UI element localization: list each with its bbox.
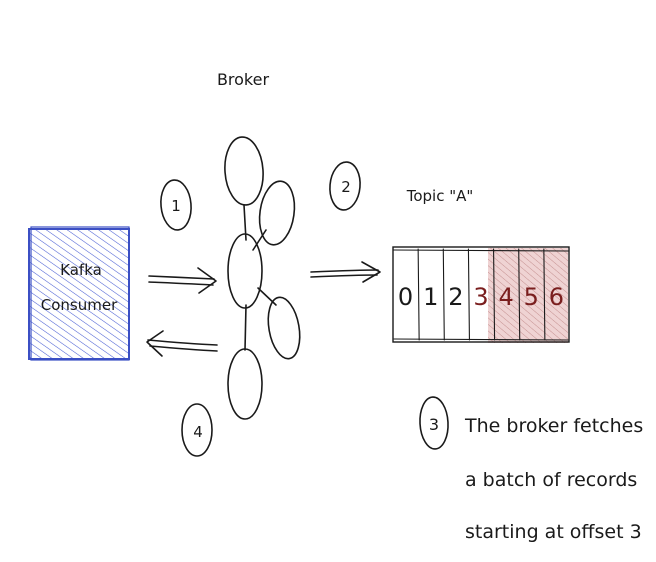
step-2-number: 2 — [341, 178, 351, 196]
topic-label: Topic "A" — [406, 187, 474, 205]
step-1-number: 1 — [171, 197, 181, 215]
offset-divider — [467, 248, 470, 341]
offset-cell-5: 5 — [524, 283, 539, 311]
offset-cell-1: 1 — [423, 283, 438, 311]
offset-divider — [493, 248, 496, 341]
step-2-marker: 2 — [329, 161, 361, 211]
arrow-broker-to-consumer — [146, 330, 218, 357]
offset-divider — [417, 248, 420, 341]
broker-node-center — [227, 233, 263, 309]
broker-node-bottom — [227, 348, 263, 420]
offset-cell-6: 6 — [549, 283, 564, 311]
offset-divider — [442, 248, 445, 341]
step-1-marker: 1 — [160, 179, 192, 231]
offset-divider — [543, 248, 546, 341]
step-3-number: 3 — [429, 415, 439, 434]
note-line-3: starting at offset 3 — [465, 521, 642, 543]
offset-cell-0: 0 — [398, 283, 413, 311]
step-3-marker — [419, 396, 449, 450]
consumer-label-line1: Kafka — [60, 261, 102, 279]
broker-node-lower-right — [267, 296, 301, 360]
broker-node-upper-right — [258, 180, 296, 246]
consumer-label-line2: Consumer — [41, 296, 118, 314]
broker-cluster — [224, 136, 301, 420]
arrow-broker-to-topic — [310, 261, 381, 283]
kafka-consumer-box: Kafka Consumer — [28, 226, 130, 361]
step-4-marker: 4 — [181, 403, 213, 457]
offset-divider — [518, 248, 521, 341]
offset-cell-2: 2 — [448, 283, 463, 311]
broker-node-top — [224, 136, 264, 206]
step-4-number: 4 — [193, 423, 203, 441]
note-line-1: The broker fetches — [464, 415, 643, 437]
step-3-note: 3 The broker fetches a batch of records … — [419, 396, 643, 543]
broker-label: Broker — [217, 70, 270, 89]
arrow-consumer-to-broker — [148, 267, 217, 294]
note-line-2: a batch of records — [465, 469, 637, 491]
offset-cell-4: 4 — [499, 283, 514, 311]
offset-cell-3: 3 — [473, 283, 488, 311]
